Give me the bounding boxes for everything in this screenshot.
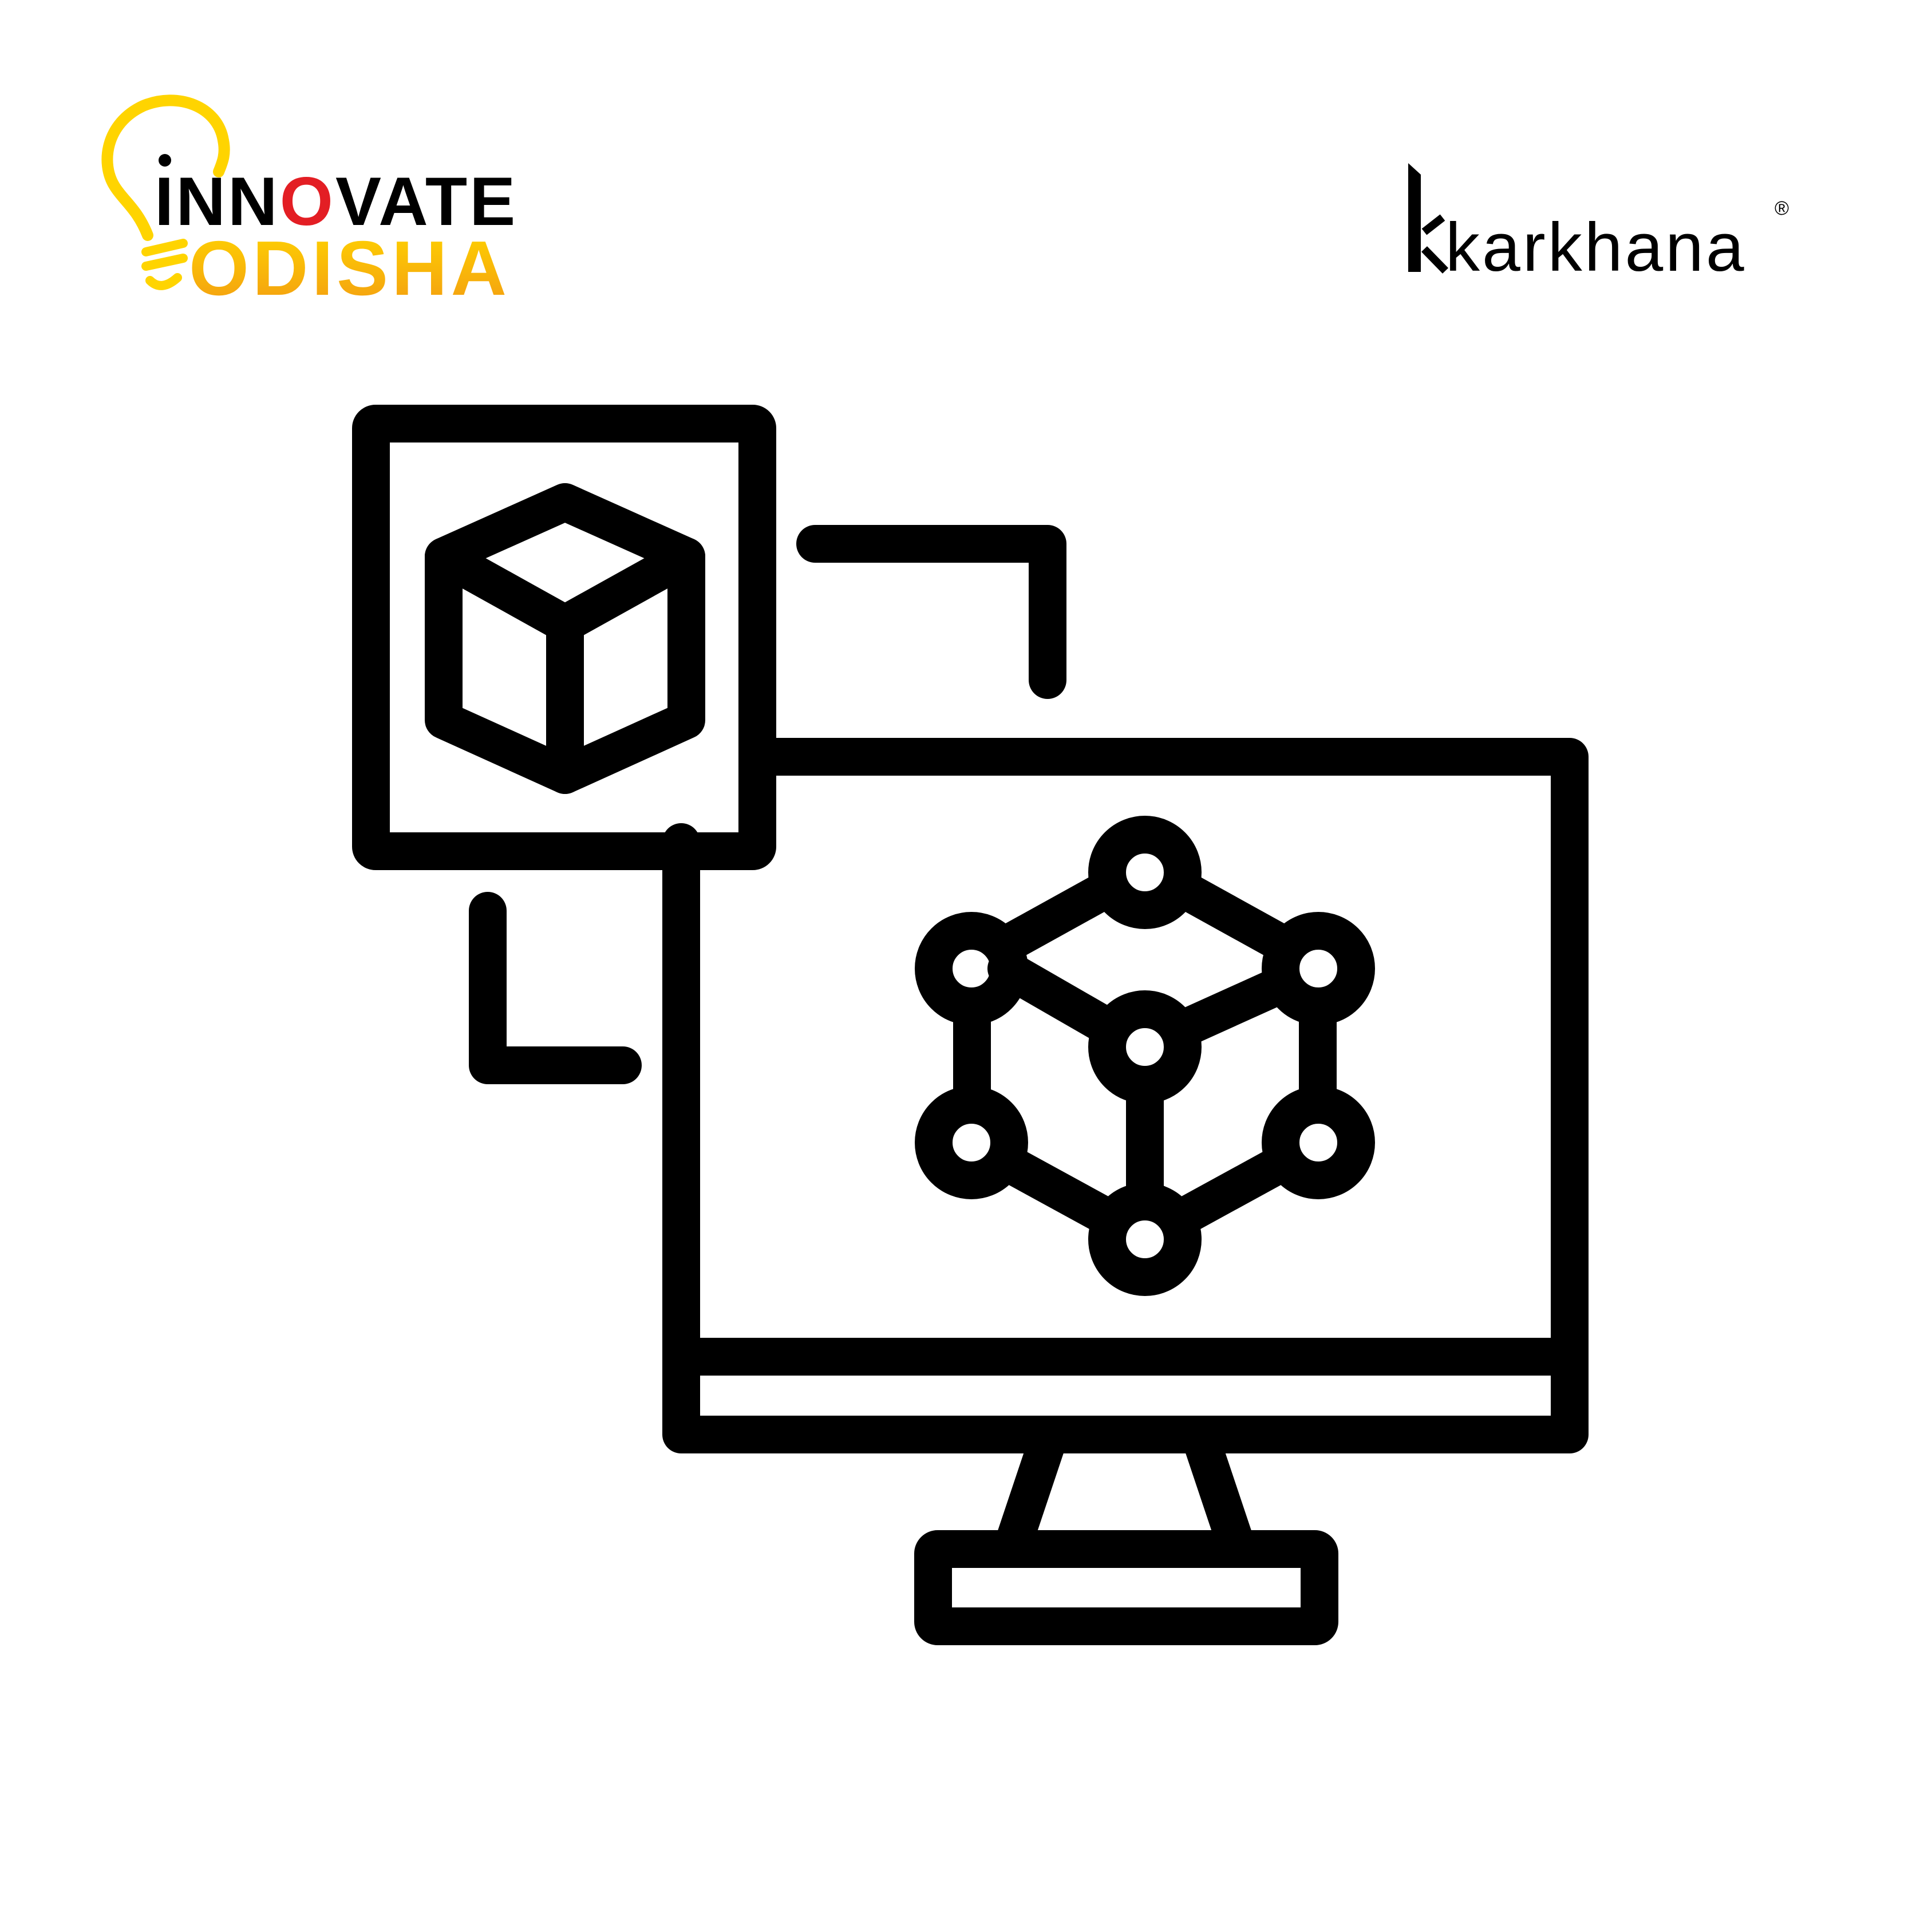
corner-bracket-top-right: [796, 525, 1066, 699]
network-node-upper-left: [915, 912, 1028, 1025]
network-node-bottom: [1088, 1183, 1202, 1296]
network-node-upper-right: [1262, 912, 1375, 1025]
network-node-top: [1088, 816, 1202, 929]
computer-monitor-icon: [662, 738, 1589, 1645]
odisha-text: ODISHA: [189, 225, 510, 306]
network-node-lower-left: [915, 1086, 1028, 1199]
corner-bracket-bottom-left: [469, 892, 642, 1084]
network-node-lower-right: [1262, 1086, 1375, 1199]
registered-mark: ®: [1775, 197, 1789, 219]
innovate-text: INNOVATE: [155, 163, 517, 240]
karkhana-logo: karkhana ®: [1408, 163, 1789, 278]
karkhana-wordmark: karkhana: [1445, 209, 1747, 278]
innovate-odisha-logo: INNOVATE ODISHA: [101, 94, 517, 306]
3d-cube-icon: [352, 405, 776, 870]
network-node-center: [1088, 990, 1202, 1104]
lightbulb-icon: [101, 94, 230, 290]
karkhana-k-mark-icon: [1408, 163, 1449, 274]
3d-network-model-icon: [915, 816, 1375, 1296]
